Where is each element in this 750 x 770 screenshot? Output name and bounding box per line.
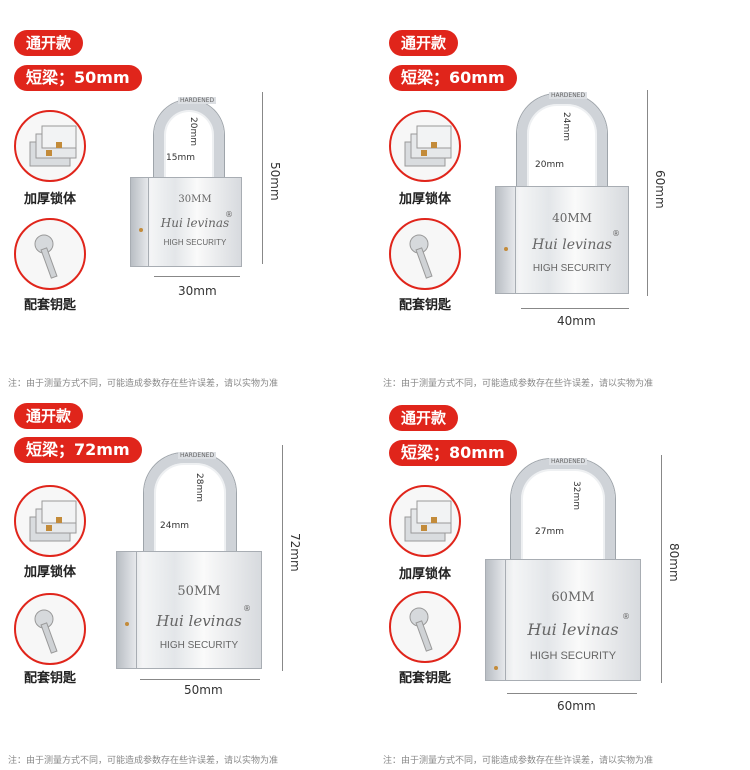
key-icon xyxy=(14,593,86,665)
product-panel-80mm: 通开款 短梁；80mm 加厚锁体 配套钥匙 HARDENED 60MM Hui … xyxy=(375,385,750,770)
body-size-engraving: 50MM xyxy=(177,584,221,599)
body-size-engraving: 40MM xyxy=(552,211,592,225)
feature-keys-label: 配套钥匙 xyxy=(399,671,452,686)
hardened-stamp: HARDENED xyxy=(549,92,588,99)
shackle-width-label: 20mm xyxy=(535,160,564,170)
body-brand-engraving: Hui levinas xyxy=(160,216,230,230)
feature-keys-label: 配套钥匙 xyxy=(399,298,452,313)
feature-keys-label: 配套钥匙 xyxy=(24,671,77,686)
padlock-body: 50MM Hui levinas ® HIGH SECURITY xyxy=(116,551,262,669)
registered-mark: ® xyxy=(243,604,251,613)
padlock-shackle xyxy=(517,94,607,194)
spec-badge: 短梁；60mm xyxy=(389,65,517,91)
padlock-shackle xyxy=(154,100,224,182)
registered-mark: ® xyxy=(622,612,630,621)
height-dimension-line xyxy=(647,90,648,296)
height-dimension-label: 50mm xyxy=(268,162,282,201)
feature-thick-body-label: 加厚锁体 xyxy=(24,192,77,207)
padlock-image: HARDENED 50MM Hui levinas ® HIGH SECURIT… xyxy=(116,447,266,677)
shackle-height-label: 28mm xyxy=(194,473,204,502)
body-brand-engraving: Hui levinas xyxy=(527,620,619,639)
keyhole-dot xyxy=(494,666,498,670)
height-dimension-line xyxy=(282,445,283,671)
width-dimension-line xyxy=(154,276,240,277)
body-size-engraving: 30MM xyxy=(178,194,212,205)
spec-badge: 短梁；50mm xyxy=(14,65,142,91)
body-size-engraving: 60MM xyxy=(551,590,595,605)
height-dimension-line xyxy=(262,92,263,264)
body-brand-engraving: Hui levinas xyxy=(532,237,612,253)
registered-mark: ® xyxy=(225,210,233,219)
keyhole-dot xyxy=(125,622,129,626)
keyhole-dot xyxy=(139,228,143,232)
product-panel-60mm: 通开款 短梁；60mm 加厚锁体 配套钥匙 HARDENED 40MM Hui … xyxy=(375,0,750,389)
body-brand-engraving: Hui levinas xyxy=(156,612,242,630)
key-icon xyxy=(389,591,461,663)
shackle-height-label: 24mm xyxy=(561,112,571,141)
type-badge: 通开款 xyxy=(14,30,84,56)
hardened-stamp: HARDENED xyxy=(178,452,217,459)
shackle-width-label: 27mm xyxy=(535,527,564,537)
spec-badge: 短梁；80mm xyxy=(389,440,517,466)
type-badge: 通开款 xyxy=(389,405,459,431)
padlock-body: 40MM Hui levinas ® HIGH SECURITY xyxy=(495,186,629,294)
body-security-engraving: HIGH SECURITY xyxy=(532,263,612,274)
spec-badge: 短梁；72mm xyxy=(14,437,142,463)
height-dimension-label: 60mm xyxy=(653,170,667,209)
shackle-width-label: 15mm xyxy=(166,153,195,163)
hardened-stamp: HARDENED xyxy=(178,97,217,104)
measurement-note: 注：由于测量方式不同，可能造成参数存在些许误差，请以实物为准 xyxy=(8,379,279,389)
feature-thick-body-label: 加厚锁体 xyxy=(24,565,77,580)
width-dimension-line xyxy=(140,679,260,680)
keyhole-dot xyxy=(504,247,508,251)
padlock-shackle xyxy=(144,453,236,565)
width-dimension-label: 30mm xyxy=(178,284,217,298)
shackle-height-label: 32mm xyxy=(571,481,581,510)
padlock-image: HARDENED 30MM Hui levinas ® HIGH SECURIT… xyxy=(130,95,245,280)
feature-keys-label: 配套钥匙 xyxy=(24,298,77,313)
measurement-note: 注：由于测量方式不同，可能造成参数存在些许误差，请以实物为准 xyxy=(383,756,654,766)
hardened-stamp: HARDENED xyxy=(549,458,588,465)
product-panel-72mm: 通开款 短梁；72mm 加厚锁体 配套钥匙 HARDENED 50MM Hui … xyxy=(0,385,375,770)
padlock-body: 60MM Hui levinas ® HIGH SECURITY xyxy=(485,559,641,681)
height-dimension-label: 72mm xyxy=(288,533,302,572)
height-dimension-label: 80mm xyxy=(667,543,681,582)
registered-mark: ® xyxy=(612,229,620,238)
padlock-image: HARDENED 60MM Hui levinas ® HIGH SECURIT… xyxy=(485,455,645,687)
width-dimension-label: 50mm xyxy=(184,683,223,697)
feature-thick-body-label: 加厚锁体 xyxy=(399,567,452,582)
body-security-engraving: HIGH SECURITY xyxy=(529,650,617,662)
stacked-padlocks-icon xyxy=(389,485,461,557)
stacked-padlocks-icon xyxy=(389,110,461,182)
body-security-engraving: HIGH SECURITY xyxy=(163,238,227,247)
shackle-height-label: 20mm xyxy=(188,117,198,146)
padlock-shackle xyxy=(511,459,615,571)
height-dimension-line xyxy=(661,455,662,683)
width-dimension-label: 60mm xyxy=(557,699,596,713)
measurement-note: 注：由于测量方式不同，可能造成参数存在些许误差，请以实物为准 xyxy=(8,756,279,766)
stacked-padlocks-icon xyxy=(14,485,86,557)
padlock-image: HARDENED 40MM Hui levinas ® HIGH SECURIT… xyxy=(495,88,635,300)
feature-thick-body-label: 加厚锁体 xyxy=(399,192,452,207)
stacked-padlocks-icon xyxy=(14,110,86,182)
key-icon xyxy=(14,218,86,290)
width-dimension-label: 40mm xyxy=(557,314,596,328)
shackle-width-label: 24mm xyxy=(160,521,189,531)
width-dimension-line xyxy=(507,693,637,694)
padlock-body: 30MM Hui levinas ® HIGH SECURITY xyxy=(130,177,242,267)
measurement-note: 注：由于测量方式不同，可能造成参数存在些许误差，请以实物为准 xyxy=(383,379,654,389)
type-badge: 通开款 xyxy=(14,403,84,429)
key-icon xyxy=(389,218,461,290)
body-security-engraving: HIGH SECURITY xyxy=(159,640,239,651)
product-panel-50mm: 通开款 短梁；50mm 加厚锁体 配套钥匙 HARDENED 30MM Hui … xyxy=(0,0,375,389)
type-badge: 通开款 xyxy=(389,30,459,56)
width-dimension-line xyxy=(521,308,629,309)
